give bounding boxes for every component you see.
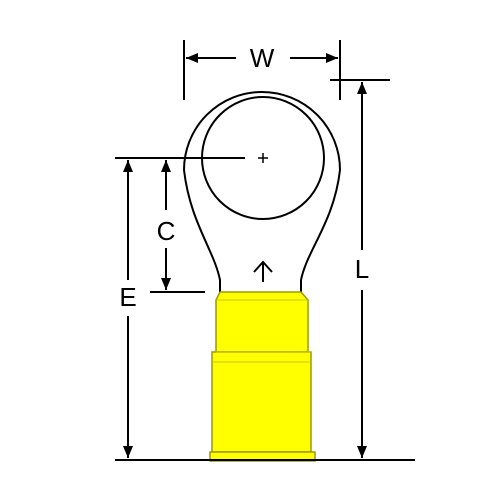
barrel-upper — [215, 291, 309, 353]
dimension-c-label: C — [157, 216, 176, 246]
barrel-lower — [211, 351, 312, 453]
ring-outline — [182, 91, 342, 292]
l-arrowheads — [357, 82, 367, 458]
e-arrowheads — [123, 160, 133, 458]
w-arrowheads — [186, 53, 338, 63]
dimension-e-label: E — [119, 282, 136, 312]
dimension-w-label: W — [250, 43, 275, 73]
center-plus-icon — [258, 153, 268, 163]
up-arrow-icon — [253, 260, 273, 282]
barrel-shading — [212, 299, 311, 363]
dimension-l — [330, 79, 390, 458]
insulation-sleeve — [209, 291, 316, 462]
dimension-l-label: L — [355, 254, 369, 284]
c-arrowheads — [161, 160, 171, 290]
